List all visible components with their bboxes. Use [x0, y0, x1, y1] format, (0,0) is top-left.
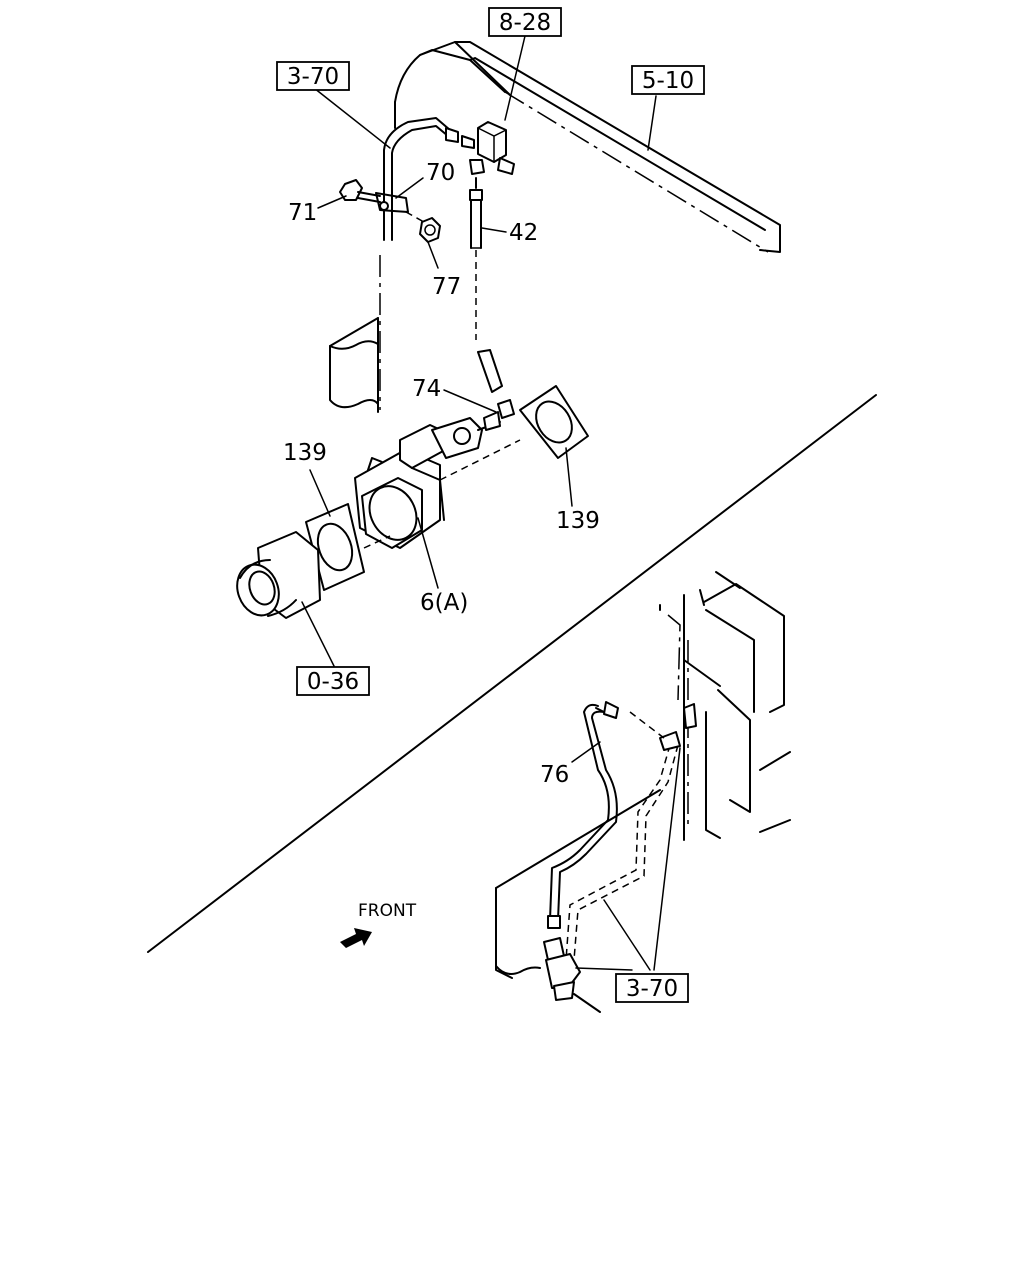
- callout-76: 76: [540, 762, 569, 788]
- ref-label-3-70-top: 3-70: [287, 64, 339, 90]
- ref-label-8-28: 8-28: [499, 10, 551, 36]
- housing-0-36: [236, 531, 321, 619]
- ref-box-0-36[interactable]: 0-36: [296, 666, 370, 696]
- front-arrow-icon: [340, 928, 372, 948]
- ref-label-0-36: 0-36: [307, 669, 359, 695]
- bolt-71: [339, 179, 381, 203]
- pipe-assembly-bottom: [543, 703, 697, 1013]
- gasket-139-right: [439, 385, 589, 481]
- callout-139-right: 139: [556, 508, 600, 534]
- callout-70: 70: [426, 160, 455, 186]
- callout-71: 71: [288, 200, 317, 226]
- throttle-body-6A: [354, 417, 501, 549]
- separator-line: [147, 394, 877, 953]
- lower-frame: [495, 571, 791, 979]
- ref-box-3-70-top[interactable]: 3-70: [276, 61, 350, 91]
- ref-label-5-10: 5-10: [642, 68, 694, 94]
- callout-77: 77: [432, 274, 461, 300]
- callout-6A: 6(A): [420, 590, 468, 616]
- front-label: FRONT: [358, 901, 417, 921]
- leader-lines: [301, 35, 681, 971]
- callout-42: 42: [509, 220, 538, 246]
- valve-8-28: [461, 121, 515, 189]
- hose-42: [469, 189, 503, 393]
- ref-box-3-70-bottom[interactable]: 3-70: [615, 973, 689, 1003]
- ref-box-8-28[interactable]: 8-28: [488, 7, 562, 37]
- pipe-assembly-top: [375, 117, 459, 241]
- pipe-76: [547, 701, 619, 929]
- callout-139-left: 139: [283, 440, 327, 466]
- nut-77: [405, 211, 441, 243]
- ref-box-5-10[interactable]: 5-10: [631, 65, 705, 95]
- ref-label-3-70-bottom: 3-70: [626, 976, 678, 1002]
- fitting-74: [483, 399, 515, 431]
- callout-74: 74: [412, 376, 441, 402]
- engine-outline: [329, 41, 781, 413]
